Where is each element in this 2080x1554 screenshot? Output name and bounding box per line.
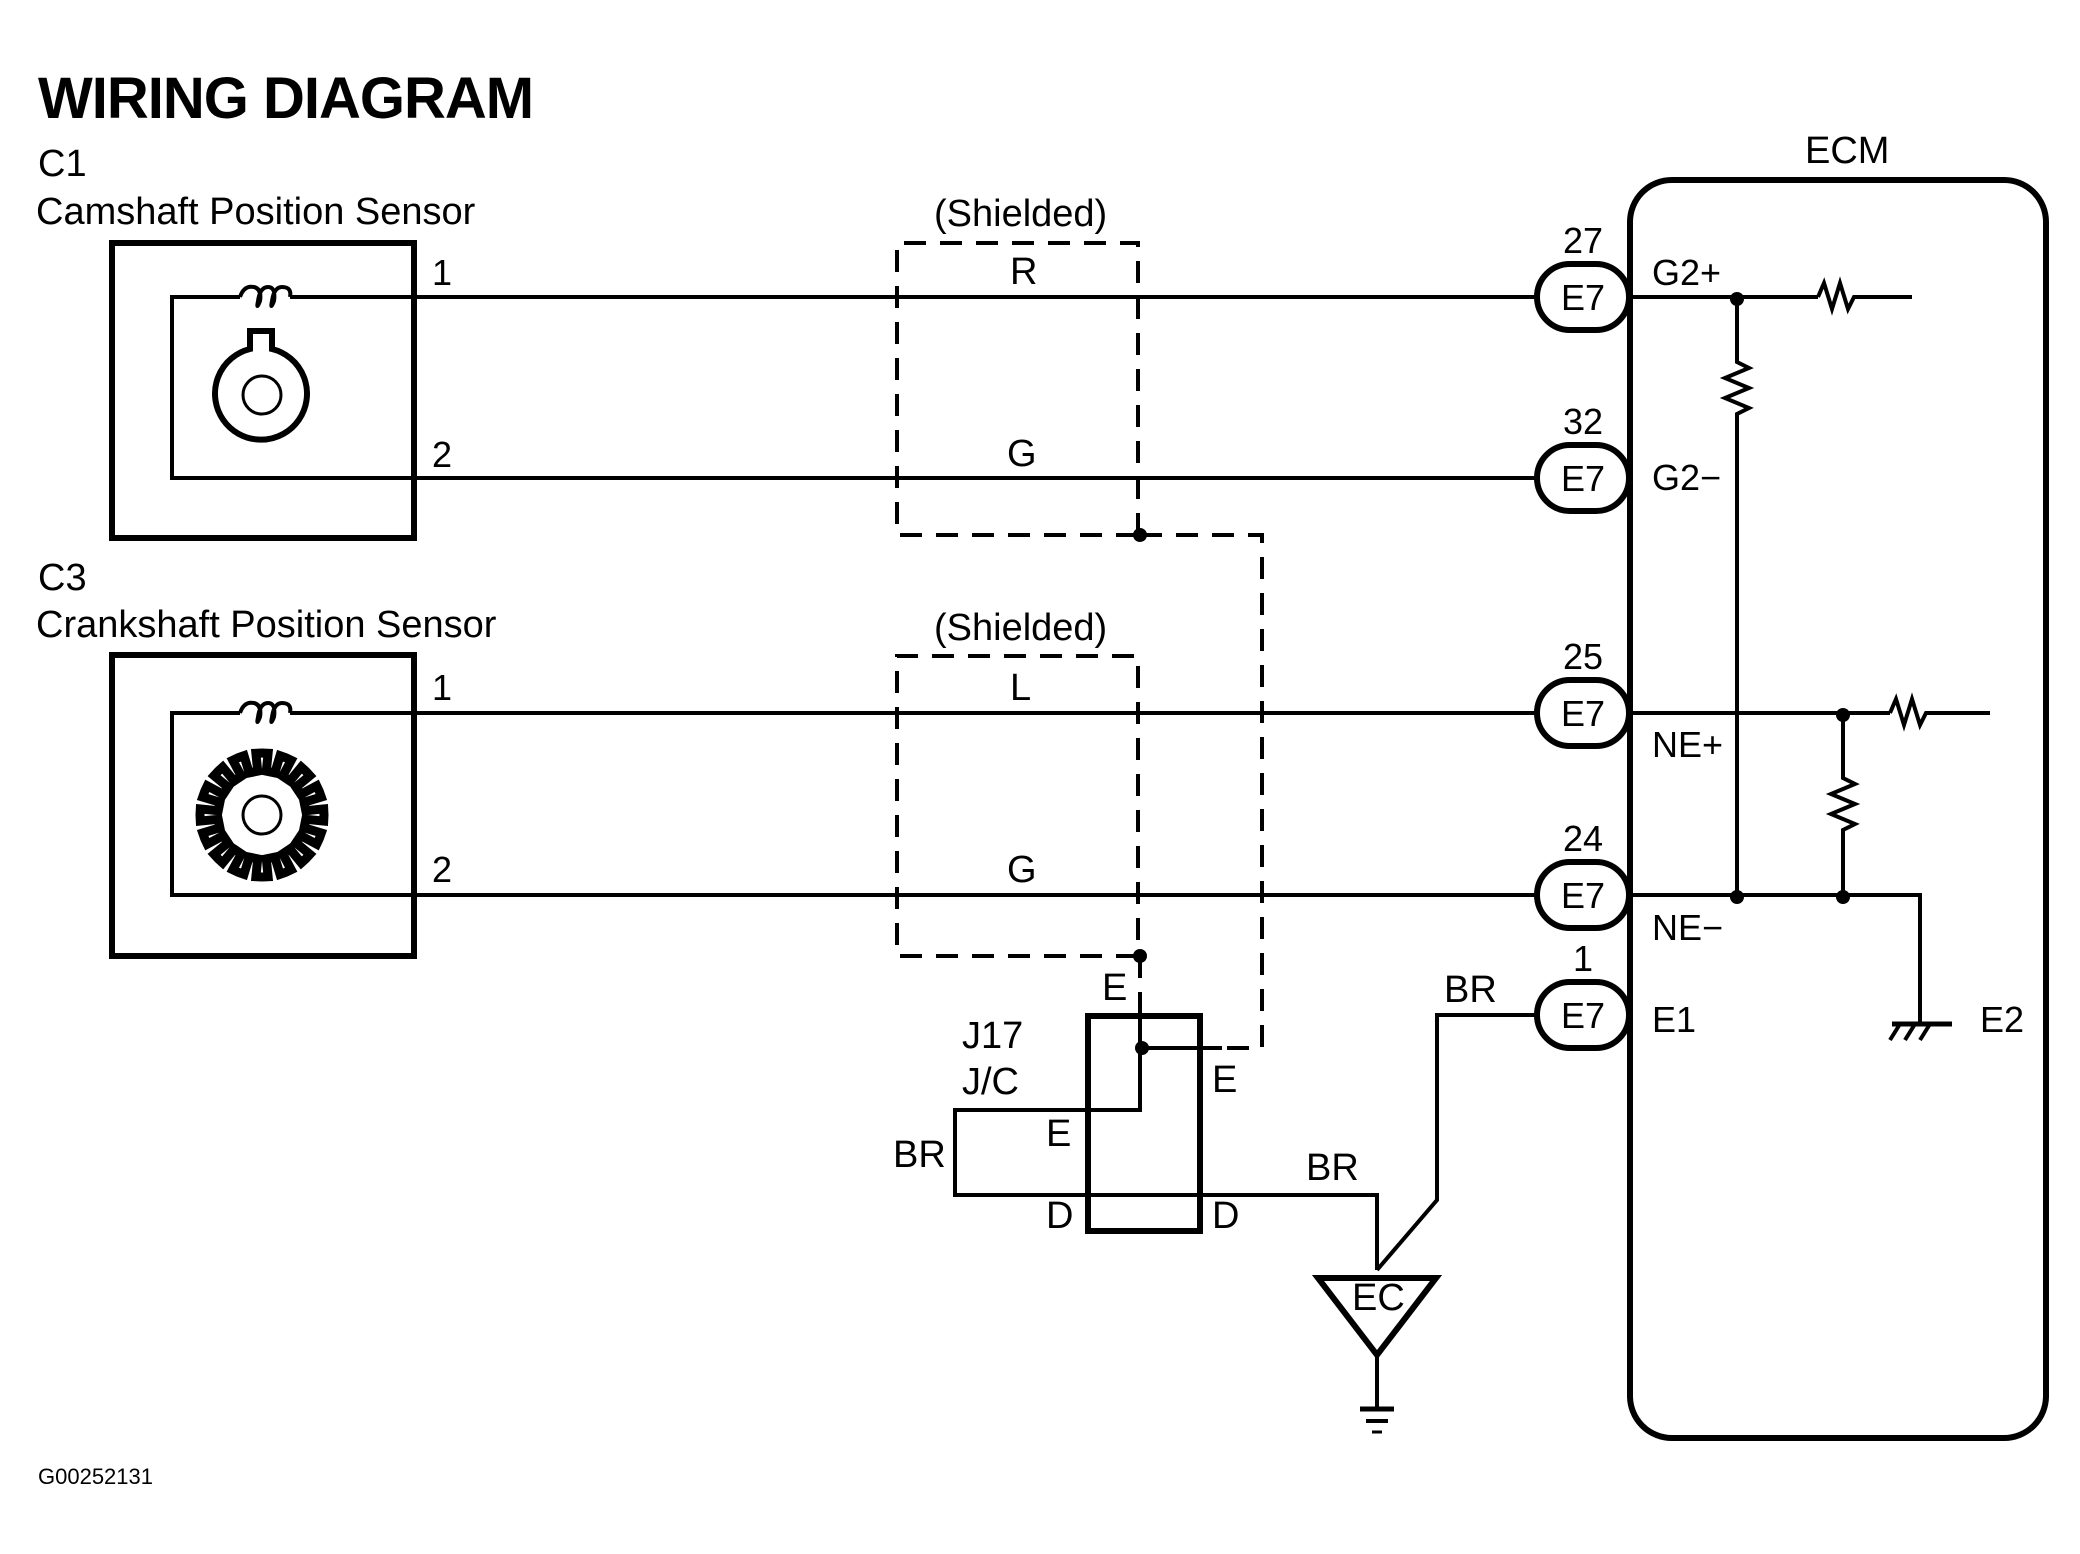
cam-sensor-internal-wire [170,295,640,480]
j17-pin-left-e: E [1046,1113,1071,1155]
crank-sensor-ref: C3 [38,557,87,599]
ecm-pin-number: 27 [1563,220,1603,261]
j17-pin-right-d: D [1212,1195,1239,1237]
crank-pin-1: 1 [432,667,452,708]
crank-gear-hub [241,794,283,836]
junction-connector-j17: E J17 J/C E E D D BR BR [893,967,1379,1270]
shield-cam-outline [895,241,1140,537]
ecm-terminal-e1: E1 [1652,999,1696,1040]
cam-sensor-ref: C1 [38,143,87,185]
ecm-body [1627,177,2049,1441]
j17-internal-wire [953,1015,1379,1270]
j17-wire-right-color: BR [1306,1147,1359,1189]
ne-bias-resistor-icon [1825,713,1861,895]
connector-code: E7 [1561,875,1605,916]
ground-point-ec: BR EC [1311,969,1535,1434]
crank-reluctor-gear-icon [195,748,329,882]
crank-sensor-housing [109,652,417,959]
ec-label: EC [1352,1277,1405,1319]
connector-1: E71 [1534,938,1632,1051]
wire-color-r: R [1010,251,1037,293]
j17-body [1085,1013,1203,1234]
wire-color-br-e1: BR [1444,969,1497,1011]
gear-teeth [195,748,329,882]
ne-plus-junction [1836,708,1850,722]
camshaft-sensor: 1 2 [109,240,640,541]
crank-sensor-internal-wire [170,711,415,897]
j17-wire-left-color: BR [893,1134,946,1176]
j17-pin-left-d: D [1046,1195,1073,1237]
diagram-title: WIRING DIAGRAM [38,66,533,131]
ecm-terminal-g2-plus: G2+ [1652,252,1721,293]
connector-code: E7 [1561,995,1605,1036]
ecm-terminal-e2: E2 [1980,999,2024,1040]
connector-code: E7 [1561,277,1605,318]
ecm-signal-ground-icon [1888,1021,1952,1042]
j17-junction-dot [1135,1041,1149,1055]
wire-color-g-cam: G [1007,433,1037,475]
cam-pin-2: 2 [432,434,452,475]
ecm-ne-minus-line [1630,893,1922,1022]
connector-code: E7 [1561,458,1605,499]
figure-id: G00252131 [38,1464,153,1489]
connector-code: E7 [1561,693,1605,734]
ecm-terminal-g2-minus: G2− [1652,457,1721,498]
ecm-pin-number: 24 [1563,818,1603,859]
shield-cam-label: (Shielded) [934,193,1107,235]
ecm-pin-number: 32 [1563,401,1603,442]
ne-input-resistor-icon [1888,692,1990,732]
wire-color-g-crank: G [1007,849,1037,891]
shield-crank-outline [895,654,1140,958]
j17-ref: J17 [962,1015,1023,1057]
chassis-ground-icon [1360,1406,1394,1434]
wire-color-l: L [1010,667,1031,709]
crank-coil-icon [238,700,293,724]
j17-pin-right-e: E [1212,1059,1237,1101]
g2-input-resistor-icon [1816,276,1912,316]
ecm: ECM G2+ G2− NE+ NE− E1 E2 [1627,130,2049,1441]
shield-cam: (Shielded) R G [895,193,1147,542]
g2-bias-resistor-icon [1719,297,1755,895]
crank-pin-2: 2 [432,849,452,890]
g2-plus-junction [1730,292,1744,306]
j17-pin-top-e: E [1102,967,1127,1009]
ecm-label: ECM [1805,130,1889,172]
crank-sensor-name: Crankshaft Position Sensor [36,604,497,646]
crankshaft-sensor: 1 2 [109,652,452,959]
shield-crank: (Shielded) L G [895,607,1147,963]
g2-minus-junction [1730,890,1744,904]
ec-triangle [1311,1275,1443,1360]
cam-sensor-name: Camshaft Position Sensor [36,191,476,233]
cam-pin-1: 1 [432,252,452,293]
cam-sensor-housing [109,240,417,541]
ecm-pin-number: 25 [1563,636,1603,677]
shield-drain-wire [1140,533,1264,1050]
wire-e1 [1375,1013,1535,1272]
ecm-terminal-ne-minus: NE− [1652,907,1723,948]
cam-coil-icon [238,284,293,308]
ecm-terminal-ne-plus: NE+ [1652,724,1723,765]
j17-type: J/C [962,1061,1019,1103]
ne-minus-junction [1836,890,1850,904]
ecm-pin-number: 1 [1573,938,1593,979]
shield-crank-label: (Shielded) [934,607,1107,649]
cam-rotor-icon [212,328,310,443]
